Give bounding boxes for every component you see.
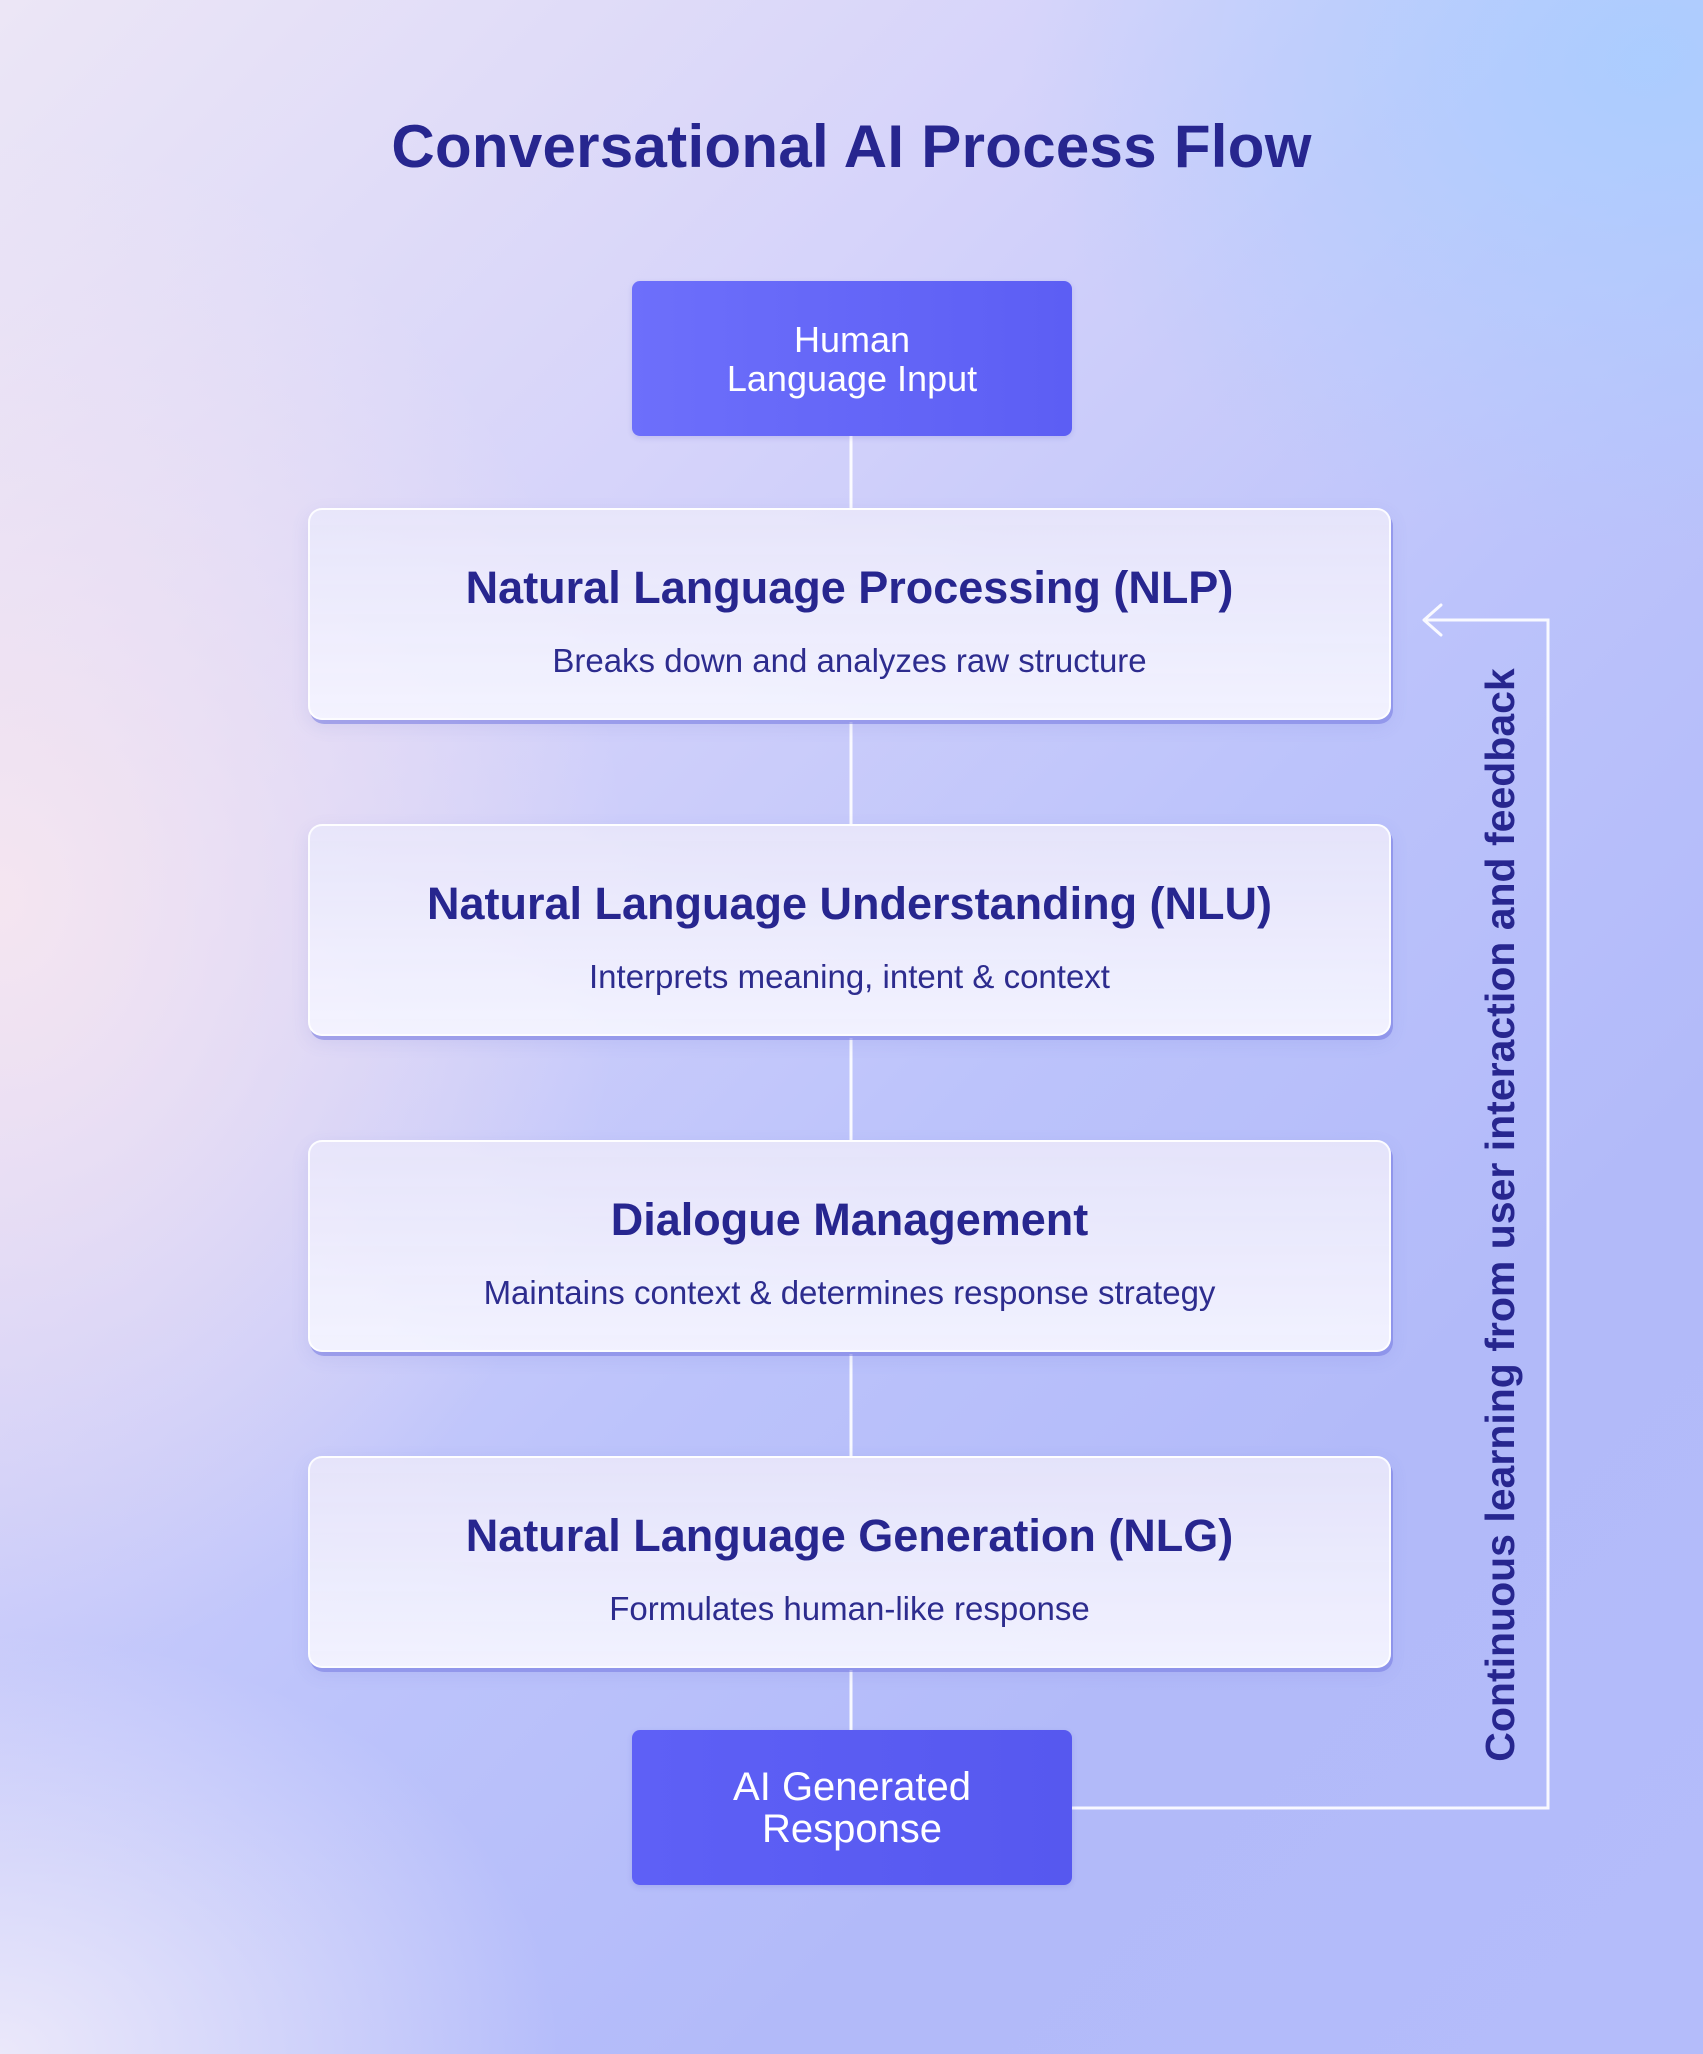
stage-nlp: Natural Language Processing (NLP) Breaks… <box>308 508 1391 720</box>
feedback-loop-label: Continuous learning from user interactio… <box>1477 668 1523 1762</box>
stage-nlu-heading: Natural Language Understanding (NLU) <box>426 878 1273 929</box>
ai-generated-response-node: AI Generated Response <box>632 1730 1072 1885</box>
stage-dialogue-management: Dialogue Management Maintains context & … <box>308 1140 1391 1352</box>
arrow-left-icon <box>1422 603 1443 637</box>
diagram-title: Conversational AI Process Flow <box>391 113 1312 180</box>
input-node-line-1: Human <box>793 318 911 360</box>
stage-nlp-description: Breaks down and analyzes raw structure <box>552 642 1147 679</box>
stage-nlp-heading: Natural Language Processing (NLP) <box>465 562 1234 613</box>
stage-nlg: Natural Language Generation (NLG) Formul… <box>308 1456 1391 1668</box>
output-node-line-2: Response <box>761 1806 943 1851</box>
stage-dialogue-heading: Dialogue Management <box>610 1194 1089 1245</box>
input-node-line-2: Language Input <box>726 357 978 399</box>
stage-nlg-description: Formulates human-like response <box>609 1590 1090 1627</box>
output-node-line-1: AI Generated <box>733 1764 971 1809</box>
stage-nlu-description: Interprets meaning, intent & context <box>589 958 1110 995</box>
stage-nlg-heading: Natural Language Generation (NLG) <box>465 1510 1234 1561</box>
human-language-input-node: Human Language Input <box>632 281 1072 436</box>
stage-dialogue-description: Maintains context & determines response … <box>483 1274 1216 1311</box>
stage-nlu: Natural Language Understanding (NLU) Int… <box>308 824 1391 1036</box>
